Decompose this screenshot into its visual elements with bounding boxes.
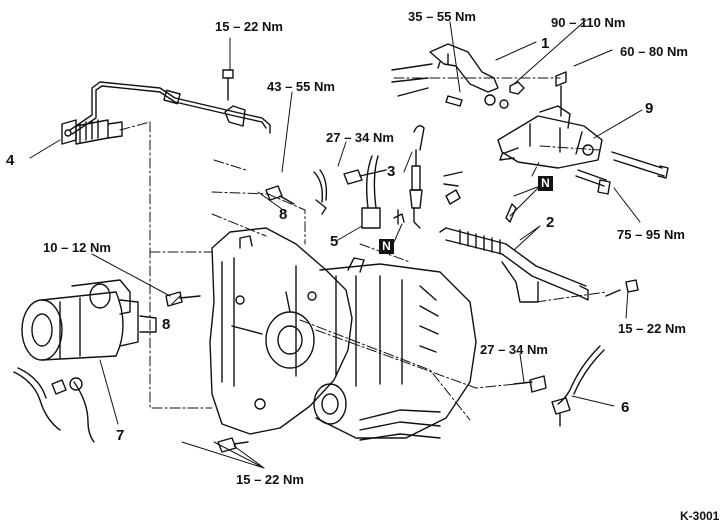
- transmission-case: [209, 227, 477, 441]
- shift-lever-bracket: [391, 43, 525, 109]
- torque-label-bottom: 15 – 22 Nm: [236, 472, 304, 487]
- shift-cable-assembly: [409, 125, 589, 303]
- clutch-slave-cylinder: [61, 119, 123, 145]
- part-number-3: 3: [387, 163, 396, 180]
- bolts-right-upper: [575, 151, 669, 195]
- figure-code: K-3001: [680, 509, 720, 523]
- sensor-part-6: [551, 345, 605, 427]
- part-number-7: 7: [116, 427, 125, 444]
- torque-label-top-center: 35 – 55 Nm: [408, 9, 476, 24]
- torque-label-right-middle: 75 – 95 Nm: [617, 227, 685, 242]
- clutch-hydraulic-line: [69, 69, 271, 135]
- part-number-8-lower: 8: [162, 316, 171, 333]
- alignment-guides: [119, 77, 607, 421]
- part-number-6: 6: [621, 399, 630, 416]
- part-number-4: 4: [6, 152, 15, 169]
- torque-label-sensor: 27 – 34 Nm: [480, 342, 548, 357]
- starter-motor: [21, 279, 157, 361]
- part-number-5: 5: [330, 233, 339, 250]
- torque-label-center: 27 – 34 Nm: [326, 130, 394, 145]
- part-number-8-upper: 8: [279, 206, 288, 223]
- speedometer-cable: [313, 155, 381, 229]
- shift-mechanism-housing: [497, 71, 603, 169]
- n-marker-lower: N: [379, 239, 394, 254]
- torque-label-right-lower: 15 – 22 Nm: [618, 321, 686, 336]
- starter-wiring: [13, 367, 95, 443]
- part-number-2: 2: [546, 214, 555, 231]
- torque-label-center-upper: 43 – 55 Nm: [267, 79, 335, 94]
- part-number-1: 1: [541, 35, 550, 52]
- torque-label-right-upper: 60 – 80 Nm: [620, 44, 688, 59]
- torque-label-top-right: 90 – 110 Nm: [551, 15, 626, 30]
- torque-label-top-left: 15 – 22 Nm: [215, 19, 283, 34]
- part-number-9: 9: [645, 100, 654, 117]
- n-marker-upper: N: [538, 176, 553, 191]
- torque-label-starter: 10 – 12 Nm: [43, 240, 111, 255]
- callout-leaders: [29, 19, 643, 469]
